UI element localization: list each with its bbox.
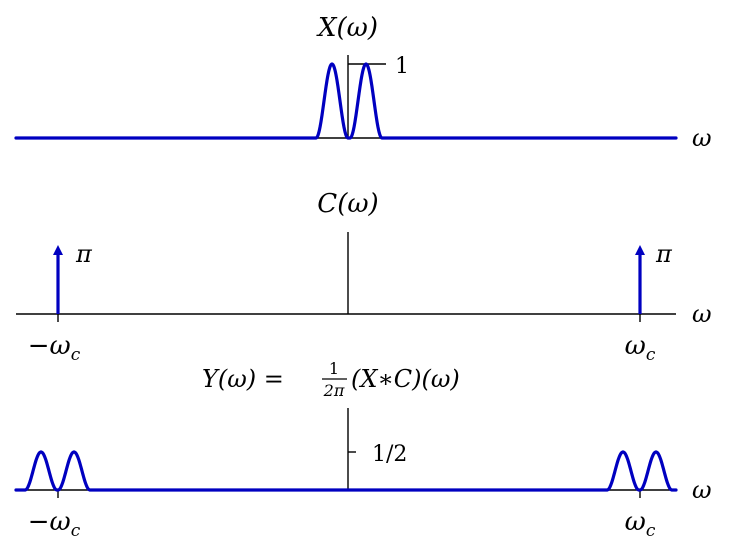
panel-c-omega-label: ω bbox=[692, 300, 712, 328]
panel-y-title-rhs: (X∗C)(ω) bbox=[351, 365, 460, 393]
panel-c-tick-left-label: −ωc bbox=[28, 331, 81, 365]
panel-x-title: X(ω) bbox=[316, 13, 378, 43]
panel-y-title-denominator: 2π bbox=[323, 381, 345, 400]
panel-c-impulse-label-left: π bbox=[75, 240, 93, 268]
panel-y-title-lhs: Y(ω) = bbox=[202, 365, 284, 393]
panel-x-omega-label: ω bbox=[692, 124, 712, 152]
panel-x: X(ω) 1 ω bbox=[14, 13, 712, 152]
panel-c-title: C(ω) bbox=[317, 189, 378, 219]
panel-y-tick-left-label: −ωc bbox=[28, 507, 81, 541]
panel-y-tick-right-label: ωc bbox=[625, 507, 656, 541]
panel-x-signal-curve bbox=[14, 62, 678, 140]
panel-c-impulse-label-right: π bbox=[655, 240, 673, 268]
panel-x-tick-label: 1 bbox=[395, 54, 409, 79]
panel-c: C(ω) ω π π −ωc ωc bbox=[16, 189, 712, 365]
panel-y-title-numerator: 1 bbox=[329, 359, 339, 378]
panel-y-signal-curve bbox=[14, 450, 678, 492]
panel-y: Y(ω) = 1 2π (X∗C)(ω) 1/2 ω −ωc ωc bbox=[14, 359, 712, 541]
panel-c-tick-right-label: ωc bbox=[625, 331, 656, 365]
panel-y-omega-label: ω bbox=[692, 476, 712, 504]
panel-y-tick-label: 1/2 bbox=[372, 442, 407, 467]
